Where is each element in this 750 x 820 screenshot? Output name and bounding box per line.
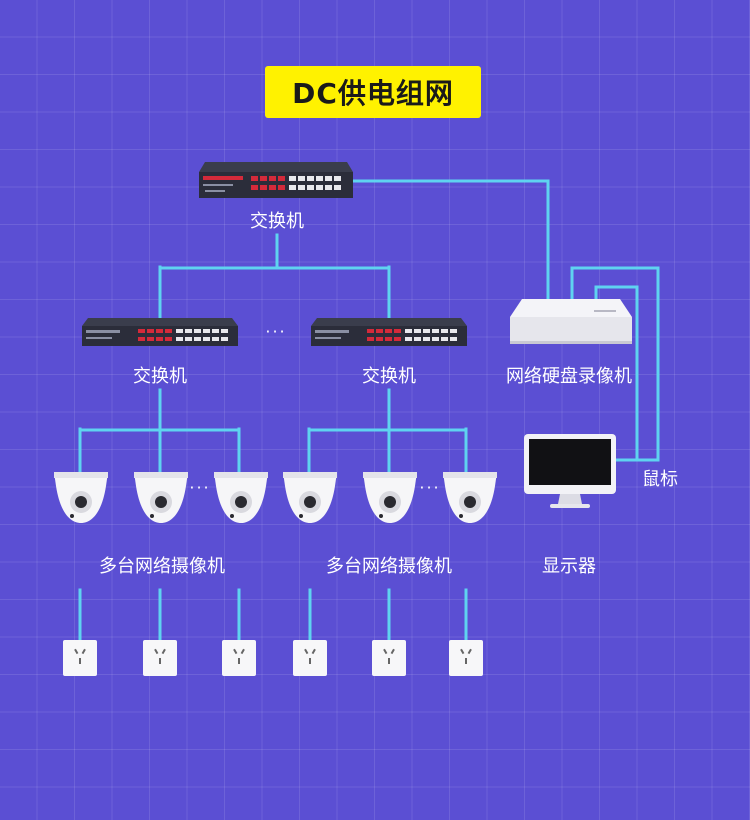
right-switch-label: 交换机: [362, 366, 416, 387]
wire-main-to-subs: [158, 233, 391, 322]
power-outlet-icon: [449, 640, 483, 676]
network-switch-icon: [82, 318, 238, 346]
wire-right-to-cams: [307, 388, 468, 474]
dome-camera-icon: [363, 472, 417, 523]
left-switch-label: 交换机: [133, 366, 187, 387]
camera-ellipsis: ···: [419, 478, 441, 497]
camera-ellipsis: ···: [189, 478, 211, 497]
wire-left-to-cams: [78, 388, 241, 474]
nvr-label: 网络硬盘录像机: [506, 366, 632, 387]
wire-nvr-to-monitor: [594, 285, 639, 462]
power-outlet-icon: [143, 640, 177, 676]
monitor-label: 显示器: [542, 556, 596, 577]
mouse-label: 鼠标: [642, 469, 678, 490]
power-outlet-icon: [372, 640, 406, 676]
power-outlet-icon: [293, 640, 327, 676]
switch-ellipsis: ···: [265, 322, 287, 341]
dome-camera-icon: [214, 472, 268, 523]
wire-nvr-to-mouse: [570, 266, 660, 462]
wire-main-to-nvr: [350, 179, 550, 302]
power-outlet-icon: [63, 640, 97, 676]
monitor-icon: [524, 434, 616, 508]
network-switch-icon: [311, 318, 467, 346]
dome-camera-icon: [443, 472, 497, 523]
right-cameras-label: 多台网络摄像机: [326, 556, 452, 577]
main-switch-label: 交换机: [250, 211, 304, 232]
page-title: DC供电组网: [265, 66, 481, 118]
dome-camera-icon: [283, 472, 337, 523]
power-outlet-icon: [222, 640, 256, 676]
dome-camera-icon: [134, 472, 188, 523]
nvr-box-icon: [510, 299, 632, 344]
network-switch-icon: [199, 162, 353, 198]
left-cameras-label: 多台网络摄像机: [99, 556, 225, 577]
dome-camera-icon: [54, 472, 108, 523]
